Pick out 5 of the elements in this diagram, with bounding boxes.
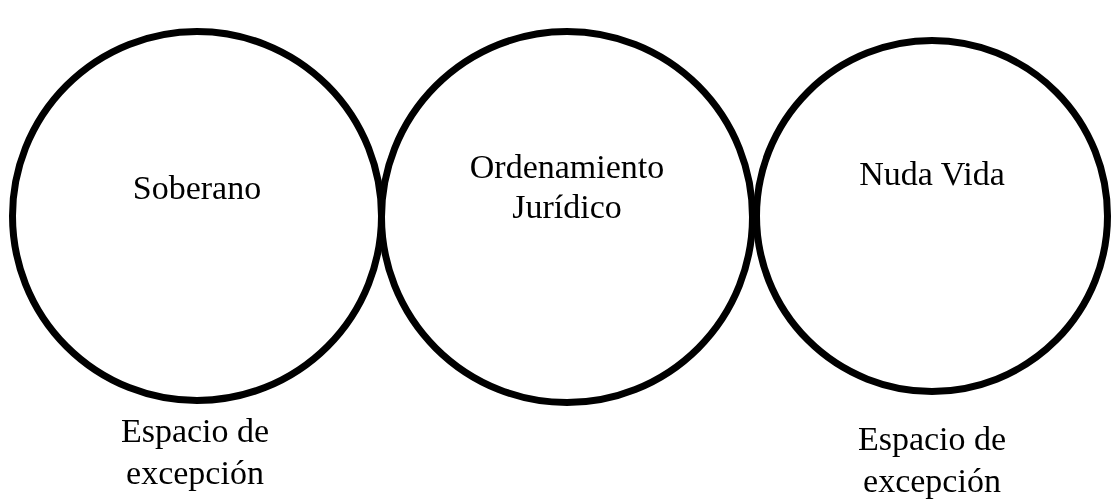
node-caption: Espacio de excepción: [119, 411, 271, 493]
circle-label: Nuda Vida: [858, 154, 1006, 194]
circle-label: Soberano: [131, 168, 263, 208]
node-caption: Espacio de excepción: [856, 419, 1008, 501]
circle-label: Ordenamiento Jurídico: [468, 147, 666, 227]
